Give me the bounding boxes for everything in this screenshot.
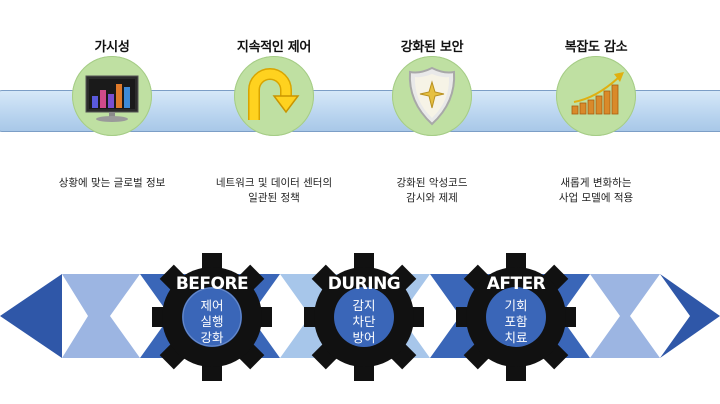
- feature-desc: 강화된 악성코드 감시와 제제: [396, 177, 468, 204]
- gear-during: DURING 감지 차단 방어: [304, 250, 424, 384]
- u-turn-arrow-icon: [248, 68, 300, 120]
- right-chevron: [590, 274, 660, 358]
- feature-circle: [556, 56, 636, 136]
- right-arrow-head: [660, 274, 720, 358]
- feature-title: 강화된 보안: [400, 40, 464, 55]
- feature-circle: [72, 56, 152, 136]
- phase-actions: 감지 차단 방어: [352, 298, 376, 345]
- bar-chart-monitor-icon: [85, 75, 139, 122]
- phase-actions: 기회 포함 치료: [504, 298, 528, 345]
- feature-title: 가시성: [94, 40, 130, 55]
- feature-desc: 네트워크 및 데이터 센터의 일관된 정책: [215, 177, 333, 204]
- gear-icon: [152, 253, 272, 381]
- phase-title: BEFORE: [175, 274, 249, 294]
- feature-title: 복잡도 감소: [564, 40, 628, 55]
- gear-icon: [304, 253, 424, 381]
- gear-icon: [456, 253, 576, 381]
- phase-title: DURING: [327, 274, 401, 294]
- left-chevron: [62, 274, 140, 358]
- shield-cross-icon: [408, 66, 456, 126]
- feature-desc: 새롭게 변화하는 사업 모델에 적용: [558, 177, 634, 204]
- gear-before: BEFORE 제어 실행 강화: [152, 250, 272, 384]
- feature-title: 지속적인 제어: [236, 40, 312, 55]
- feature-circle: [392, 56, 472, 136]
- left-arrow-head: [0, 274, 62, 358]
- phase-title: AFTER: [486, 274, 546, 294]
- feature-circle: [234, 56, 314, 136]
- coin-growth-icon: [571, 72, 624, 115]
- feature-desc: 상황에 맞는 글로벌 정보: [58, 177, 166, 189]
- gear-after: AFTER 기회 포함 치료: [456, 250, 576, 384]
- phase-actions: 제어 실행 강화: [200, 298, 224, 345]
